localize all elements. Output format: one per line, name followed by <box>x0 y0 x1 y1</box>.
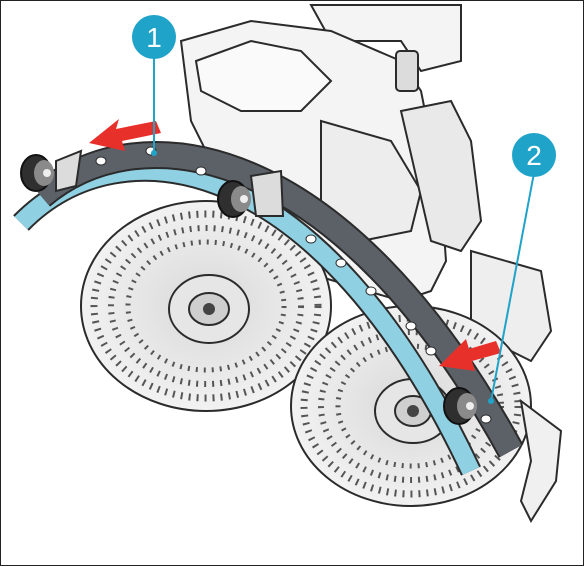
callout-1: 1 <box>132 15 176 59</box>
right-knob <box>443 387 477 425</box>
callout-2-label: 2 <box>526 140 542 171</box>
squeegee-housing-end <box>519 398 563 524</box>
callout-1-dot <box>151 150 157 156</box>
callout-1-label: 1 <box>146 22 162 53</box>
callout-2: 2 <box>512 133 556 177</box>
left-arrow <box>89 119 161 151</box>
left-brush <box>80 200 332 412</box>
left-knob <box>20 149 83 193</box>
callout-2-dot <box>488 398 494 404</box>
right-arrow <box>439 339 501 371</box>
middle-knob <box>217 169 285 218</box>
callout-2-leader <box>490 172 535 402</box>
